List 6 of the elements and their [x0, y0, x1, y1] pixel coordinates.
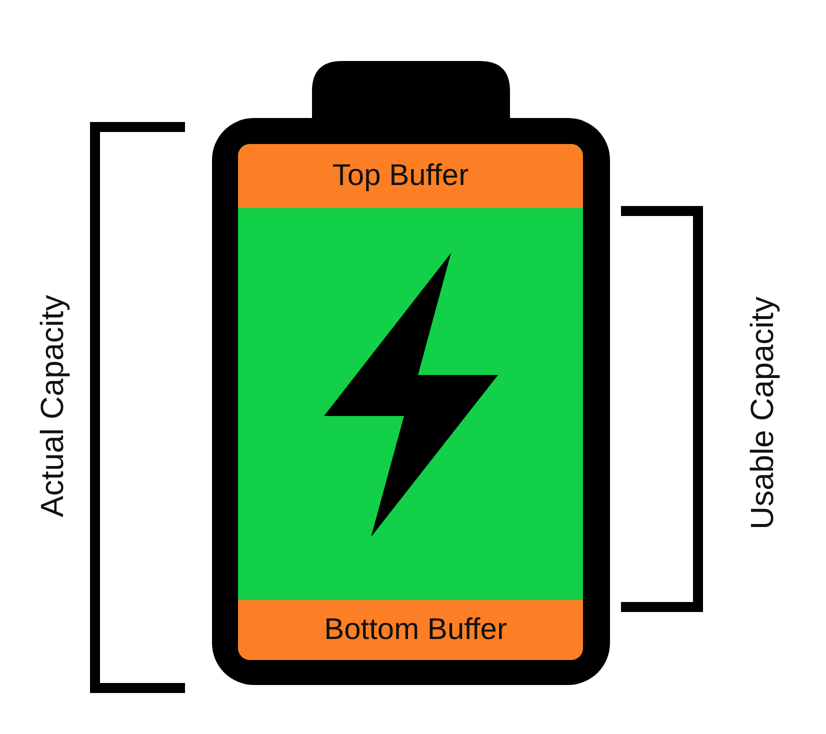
bracket-label: Usable Capacity — [746, 296, 778, 530]
bottom-buffer-band — [238, 600, 583, 660]
band-label: Bottom Buffer — [324, 615, 507, 645]
top-buffer-band — [238, 144, 583, 208]
bracket-label: Actual Capacity — [36, 294, 68, 518]
band-label: Top Buffer — [332, 161, 469, 191]
